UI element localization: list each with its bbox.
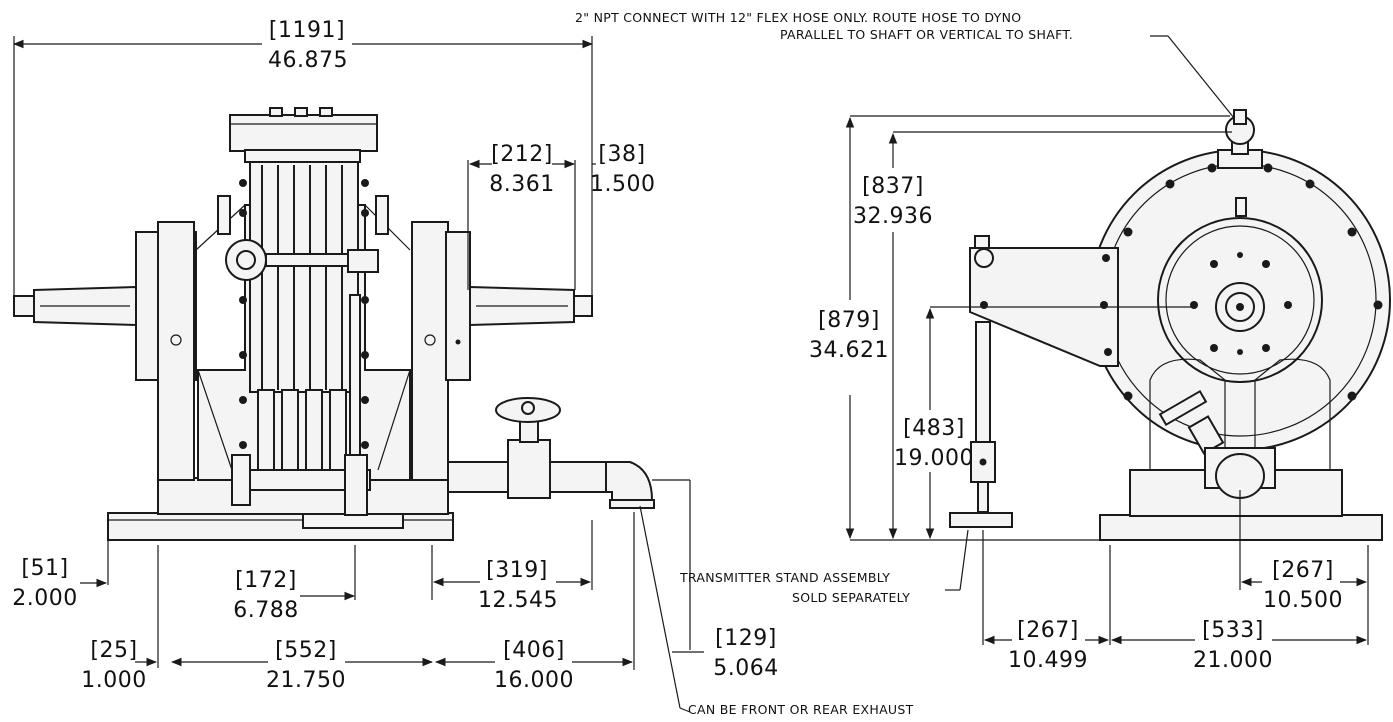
dim-exhaust-height-in: 5.064 — [713, 656, 779, 681]
dim-pipe-reach-in: 16.000 — [494, 668, 574, 693]
transmitter-stand — [949, 321, 1013, 528]
front-dimension-lines — [12, 36, 704, 713]
dim-base-offset-in: 1.000 — [81, 668, 147, 693]
dim-shaft-height-mm: [483] — [903, 416, 965, 441]
dim-base-thickness-mm: [51] — [21, 556, 69, 581]
npt-note-line1: 2" NPT CONNECT WITH 12" FLEX HOSE ONLY. … — [575, 10, 1022, 25]
torque-arm — [969, 235, 1119, 367]
dim-shaft-height-in: 19.000 — [894, 446, 974, 471]
dim-center-to-pipe-mm: [172] — [235, 568, 297, 593]
exhaust-pipe — [447, 397, 655, 509]
dim-shaft-stub-mm: [38] — [598, 142, 646, 167]
dim-center-to-shaft-end-in: 12.545 — [478, 588, 558, 613]
transmitter-note-line2: SOLD SEPARATELY — [792, 590, 911, 605]
dim-connection-height-in: 32.936 — [853, 204, 933, 229]
side-base-plate — [1099, 514, 1383, 541]
right-shaft — [469, 285, 593, 327]
dim-overall-height-in: 34.621 — [809, 338, 889, 363]
dim-stand-offset-mm: [267] — [1017, 618, 1079, 643]
top-manifold — [229, 114, 378, 152]
side-drain-valve — [1158, 389, 1276, 499]
dim-pipe-reach-mm: [406] — [503, 638, 565, 663]
transmitter-note-line1: TRANSMITTER STAND ASSEMBLY — [680, 570, 891, 585]
housing-bolts — [239, 179, 369, 449]
front-view — [12, 36, 704, 713]
dim-shaft-stub-in: 1.500 — [590, 172, 656, 197]
dim-overall-length-in: 46.875 — [268, 48, 348, 73]
dim-shaft-to-inlet-mm: [212] — [491, 142, 553, 167]
right-pedestal — [411, 221, 449, 481]
dim-center-to-shaft-end-mm: [319] — [486, 558, 548, 583]
dim-center-to-edge-mm: [267] — [1272, 558, 1334, 583]
side-dimension-lines — [845, 35, 1369, 645]
dim-exhaust-height-mm: [129] — [715, 626, 777, 651]
dim-base-length-mm: [552] — [275, 638, 337, 663]
valve-assemblies — [231, 389, 371, 516]
dim-shaft-to-inlet-in: 8.361 — [489, 172, 555, 197]
left-shaft — [13, 285, 137, 327]
cooling-tubes — [249, 161, 359, 393]
dim-base-length-in: 21.750 — [266, 668, 346, 693]
dim-center-to-pipe-in: 6.788 — [233, 598, 299, 623]
npt-note-line2: PARALLEL TO SHAFT OR VERTICAL TO SHAFT. — [780, 27, 1074, 42]
dim-stand-offset-in: 10.499 — [1008, 648, 1088, 673]
exhaust-note: CAN BE FRONT OR REAR EXHAUST — [688, 702, 914, 717]
dim-base-width-in: 21.000 — [1193, 648, 1273, 673]
dim-overall-height-mm: [879] — [818, 308, 880, 333]
dim-overall-length-mm: [1191] — [268, 18, 346, 43]
dim-base-thickness-in: 2.000 — [12, 586, 78, 611]
dim-base-offset-mm: [25] — [90, 638, 138, 663]
dim-center-to-edge-in: 10.500 — [1263, 588, 1343, 613]
side-view — [845, 35, 1391, 645]
dim-base-width-mm: [533] — [1202, 618, 1264, 643]
dim-connection-height-mm: [837] — [862, 174, 924, 199]
